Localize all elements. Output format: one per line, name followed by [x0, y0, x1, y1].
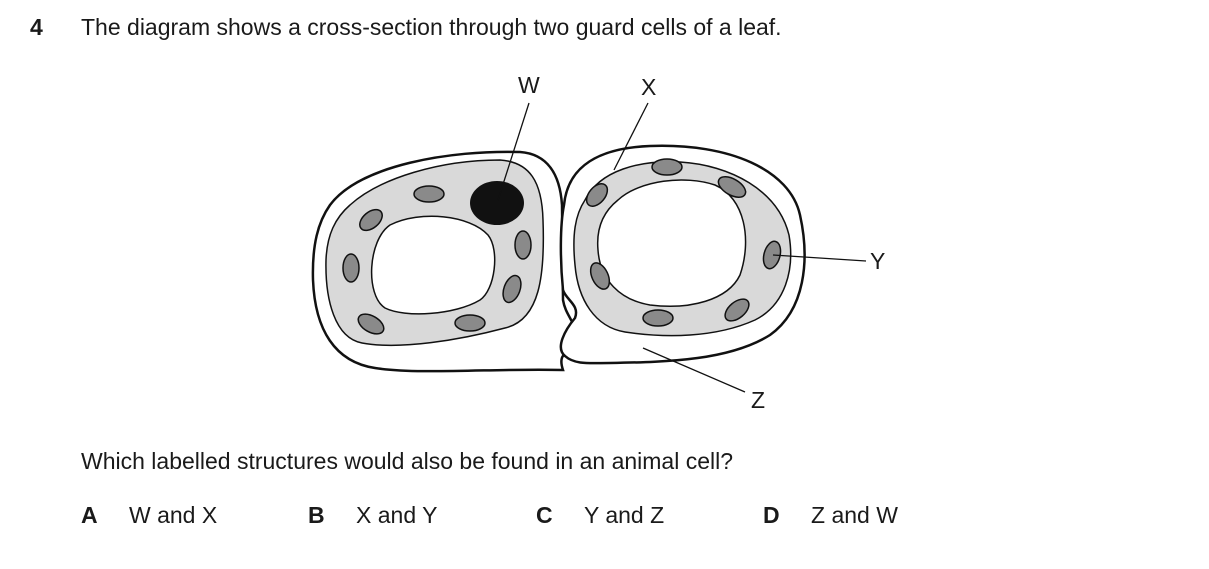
label-line-y [772, 254, 867, 262]
option-text: Z and W [811, 502, 898, 528]
option-text: Y and Z [584, 502, 665, 528]
question-number: 4 [30, 14, 43, 40]
left-chloroplasts [342, 185, 532, 335]
right-vacuole [596, 179, 747, 307]
option-letter: B [308, 502, 325, 528]
nucleus [470, 181, 524, 225]
question-prompt: Which labelled structures would also be … [81, 448, 734, 474]
question-stem: The diagram shows a cross-section throug… [81, 14, 782, 40]
right-chloroplasts [585, 158, 782, 327]
label-x: X [641, 74, 656, 100]
label-w: W [518, 72, 540, 98]
label-line-w [497, 102, 530, 201]
label-z: Z [751, 387, 765, 413]
option-b[interactable]: B X and Y [308, 502, 437, 529]
option-text: W and X [129, 502, 218, 528]
option-letter: A [81, 502, 98, 528]
option-letter: D [763, 502, 780, 528]
option-letter: C [536, 502, 553, 528]
left-vacuole [370, 215, 496, 315]
option-c[interactable]: C Y and Z [536, 502, 664, 529]
label-line-x [613, 102, 649, 171]
option-a[interactable]: A W and X [81, 502, 217, 529]
option-text: X and Y [356, 502, 438, 528]
label-y: Y [870, 248, 885, 274]
option-d[interactable]: D Z and W [763, 502, 898, 529]
label-lines [497, 102, 867, 393]
label-line-z [642, 347, 746, 393]
